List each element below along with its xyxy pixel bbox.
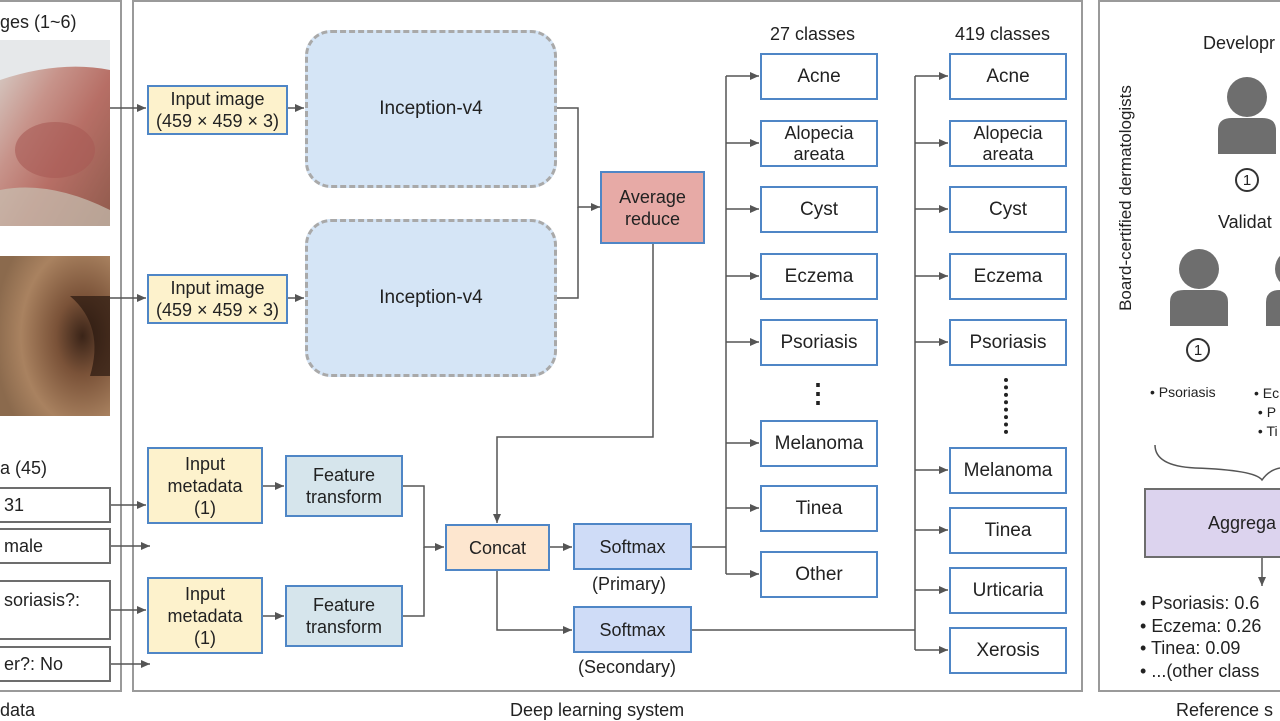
input-metadata-box-1: Input metadata (1) (147, 447, 263, 524)
person-icon-validation-2 (1266, 255, 1280, 326)
bullet-psoriasis-text: Psoriasis (1158, 384, 1216, 400)
person-icon-development (1218, 77, 1276, 154)
feature-transform-box-2: Feature transform (285, 585, 403, 647)
bullet-item: • Ec (1254, 385, 1280, 401)
class-27-psoriasis: Psoriasis (760, 319, 878, 366)
bullet-psoriasis: • Psoriasis (1150, 384, 1216, 400)
bullet-item: • Ti (1254, 423, 1278, 439)
skin-image-2 (0, 256, 110, 416)
class-27-tinea: Tinea (760, 485, 878, 532)
class-419-urticaria: Urticaria (949, 567, 1067, 614)
class-419-tinea: Tinea (949, 507, 1067, 554)
development-heading: Developr (1203, 33, 1276, 53)
class-419-psoriasis: Psoriasis (949, 319, 1067, 366)
metadata-field-psoriasis: soriasis?: (0, 580, 111, 640)
class-27-alopecia-areata: Alopecia areata (760, 120, 878, 167)
softmax-secondary-box: Softmax (573, 606, 692, 653)
metadata-field-other: er?: No (0, 646, 111, 682)
inception-v4-block-2: Inception-v4 (305, 219, 557, 377)
aggregate-box: Aggrega (1144, 488, 1280, 558)
result-item: • Tinea: 0.09 (1140, 638, 1241, 658)
class-27-eczema: Eczema (760, 253, 878, 300)
circle-number-text: 1 (1242, 171, 1252, 189)
input-panel (0, 0, 122, 692)
input-metadata-box-2: Input metadata (1) (147, 577, 263, 654)
reference-panel (1098, 0, 1280, 692)
result-item: • Eczema: 0.26 (1140, 615, 1262, 636)
softmax-primary-caption: (Primary) (592, 574, 666, 594)
circle-number-icon-validation: 1 (1186, 338, 1210, 362)
dermatologists-vertical-label: Board-certified dermatologists (1116, 85, 1135, 311)
class-27-acne: Acne (760, 53, 878, 100)
bullet-list-partial: • Ec • P • Ti (1254, 384, 1279, 441)
deep-learning-panel (132, 0, 1083, 692)
reference-panel-footer: Reference s (1176, 700, 1274, 720)
class-419-eczema: Eczema (949, 253, 1067, 300)
class-419-melanoma: Melanoma (949, 447, 1067, 494)
class-27-ellipsis: ⋮ (805, 378, 831, 408)
class-27-cyst: Cyst (760, 186, 878, 233)
inception-v4-block-1: Inception-v4 (305, 30, 557, 188)
deep-learning-footer: Deep learning system (510, 700, 685, 720)
metadata-field-sex: male (0, 528, 111, 564)
class-419-ellipsis (1004, 378, 1018, 434)
class-27-other: Other (760, 551, 878, 598)
metadata-heading: a (45) (0, 458, 48, 478)
person-icon-validation-1 (1170, 249, 1228, 326)
result-item: • Psoriasis: 0.6 (1140, 593, 1260, 613)
class-419-xerosis: Xerosis (949, 627, 1067, 674)
circle-number-icon: 1 (1235, 168, 1259, 192)
input-panel-footer: data (0, 700, 36, 720)
softmax-primary-box: Softmax (573, 523, 692, 570)
images-heading: ges (1~6) (0, 12, 77, 32)
class-419-alopecia-areata: Alopecia areata (949, 120, 1067, 167)
circle-number-text-validation: 1 (1193, 341, 1203, 359)
input-image-box-2: Input image (459 × 459 × 3) (147, 274, 288, 324)
input-image-box-1: Input image (459 × 459 × 3) (147, 85, 288, 135)
average-reduce-box: Average reduce (600, 171, 705, 244)
metadata-field-age: 31 (0, 487, 111, 523)
aggregate-label: Aggrega (1208, 513, 1277, 533)
softmax-secondary-caption: (Secondary) (578, 657, 677, 677)
classes-27-heading: 27 classes (770, 24, 856, 44)
concat-box: Concat (445, 524, 550, 571)
validation-heading: Validat (1218, 212, 1272, 232)
class-419-acne: Acne (949, 53, 1067, 100)
skin-image-1 (0, 40, 110, 226)
aggregate-results: • Psoriasis: 0.6 • Eczema: 0.26 • Tinea:… (1140, 592, 1261, 682)
result-item: • ...(other class (1140, 660, 1260, 681)
class-419-cyst: Cyst (949, 186, 1067, 233)
feature-transform-box-1: Feature transform (285, 455, 403, 517)
bullet-item: • P (1254, 404, 1277, 420)
class-27-melanoma: Melanoma (760, 420, 878, 467)
classes-419-heading: 419 classes (955, 24, 1051, 44)
